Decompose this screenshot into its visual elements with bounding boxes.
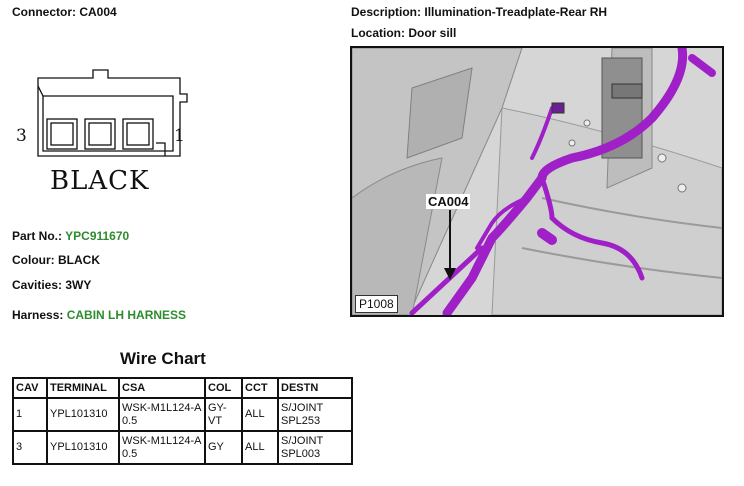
table-row: 1 YPL101310 WSK-M1L124-A 0.5 GY-VT ALL S…	[12, 397, 353, 432]
cell-cav: 1	[12, 397, 48, 432]
wire-chart-title: Wire Chart	[120, 349, 206, 368]
header-col: COL	[204, 377, 243, 399]
location-value: Door sill	[408, 26, 457, 40]
connector-face-diagram: 3 1 BLACK	[10, 66, 200, 206]
header-terminal: TERMINAL	[46, 377, 120, 399]
location-label: Location:	[351, 26, 405, 40]
colour: Colour: BLACK	[12, 253, 100, 267]
connector-heading-label: Connector:	[12, 5, 76, 19]
colour-value: BLACK	[58, 253, 100, 267]
cavity-number-left: 3	[16, 126, 27, 146]
cell-terminal: YPL101310	[46, 430, 120, 465]
part-number-label: Part No.:	[12, 229, 63, 243]
connector-id: CA004	[79, 5, 117, 19]
header-cav: CAV	[12, 377, 48, 399]
cell-col: GY-VT	[204, 397, 243, 432]
description-label: Description:	[351, 5, 422, 19]
cell-destn: S/JOINT SPL253	[277, 397, 353, 432]
harness-value[interactable]: CABIN LH HARNESS	[66, 308, 187, 322]
harness-label: Harness:	[12, 308, 64, 322]
wire-chart-header-row: CAV TERMINAL CSA COL CCT DESTN	[12, 377, 353, 399]
description-value: Illumination-Treadplate-Rear RH	[424, 5, 608, 19]
cavities-value: 3WY	[65, 278, 92, 292]
cell-cct: ALL	[241, 430, 279, 465]
cell-cav: 3	[12, 430, 48, 465]
cell-col: GY	[204, 430, 243, 465]
harness: Harness: CABIN LH HARNESS	[12, 308, 186, 322]
cell-terminal: YPL101310	[46, 397, 120, 432]
photo-reference-label: P1008	[355, 295, 398, 313]
wire-chart-table: CAV TERMINAL CSA COL CCT DESTN 1 YPL1013…	[12, 377, 353, 465]
colour-label: Colour:	[12, 253, 55, 267]
header-csa: CSA	[118, 377, 206, 399]
cell-csa: WSK-M1L124-A 0.5	[118, 397, 206, 432]
connector-outline	[37, 69, 188, 157]
header-destn: DESTN	[277, 377, 353, 399]
cell-destn: S/JOINT SPL003	[277, 430, 353, 465]
vehicle-interior-illustration	[352, 48, 722, 315]
connector-heading: Connector: CA004	[12, 5, 117, 19]
part-number: Part No.: YPC911670	[12, 229, 129, 243]
part-number-value[interactable]: YPC911670	[65, 229, 130, 243]
location-photo: CA004 P1008	[350, 46, 724, 317]
cell-cct: ALL	[241, 397, 279, 432]
photo-callout-label: CA004	[426, 194, 471, 209]
cavity-number-right: 1	[174, 126, 185, 146]
cavities: Cavities: 3WY	[12, 278, 91, 292]
cavities-label: Cavities:	[12, 278, 63, 292]
table-row: 3 YPL101310 WSK-M1L124-A 0.5 GY ALL S/JO…	[12, 430, 353, 465]
location: Location: Door sill	[351, 26, 456, 40]
connector-color-word: BLACK	[50, 166, 150, 196]
header-cct: CCT	[241, 377, 279, 399]
description: Description: Illumination-Treadplate-Rea…	[351, 5, 607, 19]
cell-csa: WSK-M1L124-A 0.5	[118, 430, 206, 465]
